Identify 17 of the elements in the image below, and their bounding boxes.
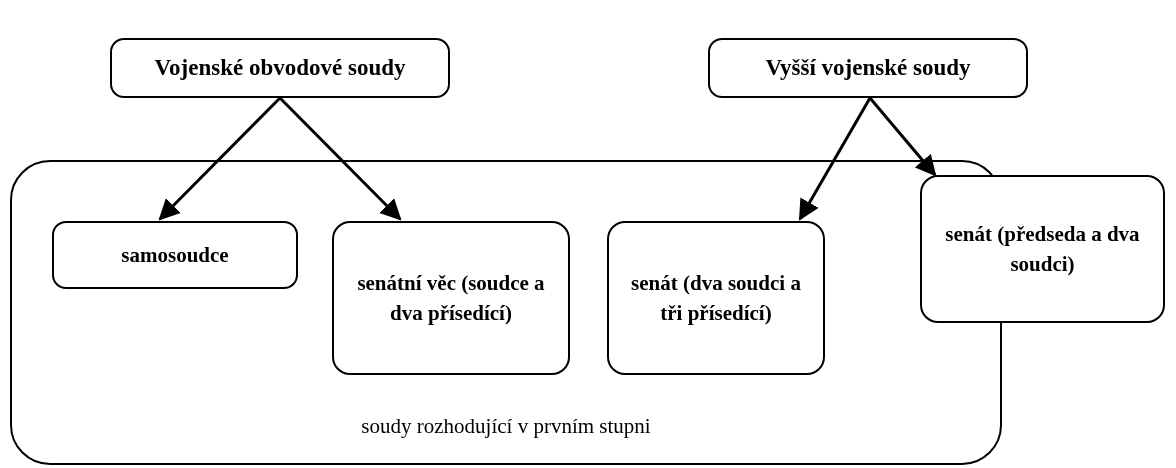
court-label: senátní věc (soudce a dva přísedící) xyxy=(356,269,546,327)
court-label: senát (dva soudci a tři přísedící) xyxy=(630,269,802,327)
court-box xyxy=(920,175,1165,323)
arrow xyxy=(868,97,937,177)
arrow xyxy=(798,97,872,221)
arrow xyxy=(158,96,282,221)
arrow xyxy=(278,96,402,221)
court-box xyxy=(52,221,298,289)
court-label: samosoudce xyxy=(121,241,229,269)
court-label: senát (předseda a dva soudci) xyxy=(944,220,1141,278)
court-label: Vyšší vojenské soudy xyxy=(765,54,971,83)
court-box xyxy=(708,38,1028,98)
group-label: soudy rozhodující v prvním stupni xyxy=(361,412,651,440)
court-box xyxy=(332,221,570,375)
court-label: Vojenské obvodové soudy xyxy=(154,54,406,83)
court-box xyxy=(110,38,450,98)
court-box xyxy=(607,221,825,375)
